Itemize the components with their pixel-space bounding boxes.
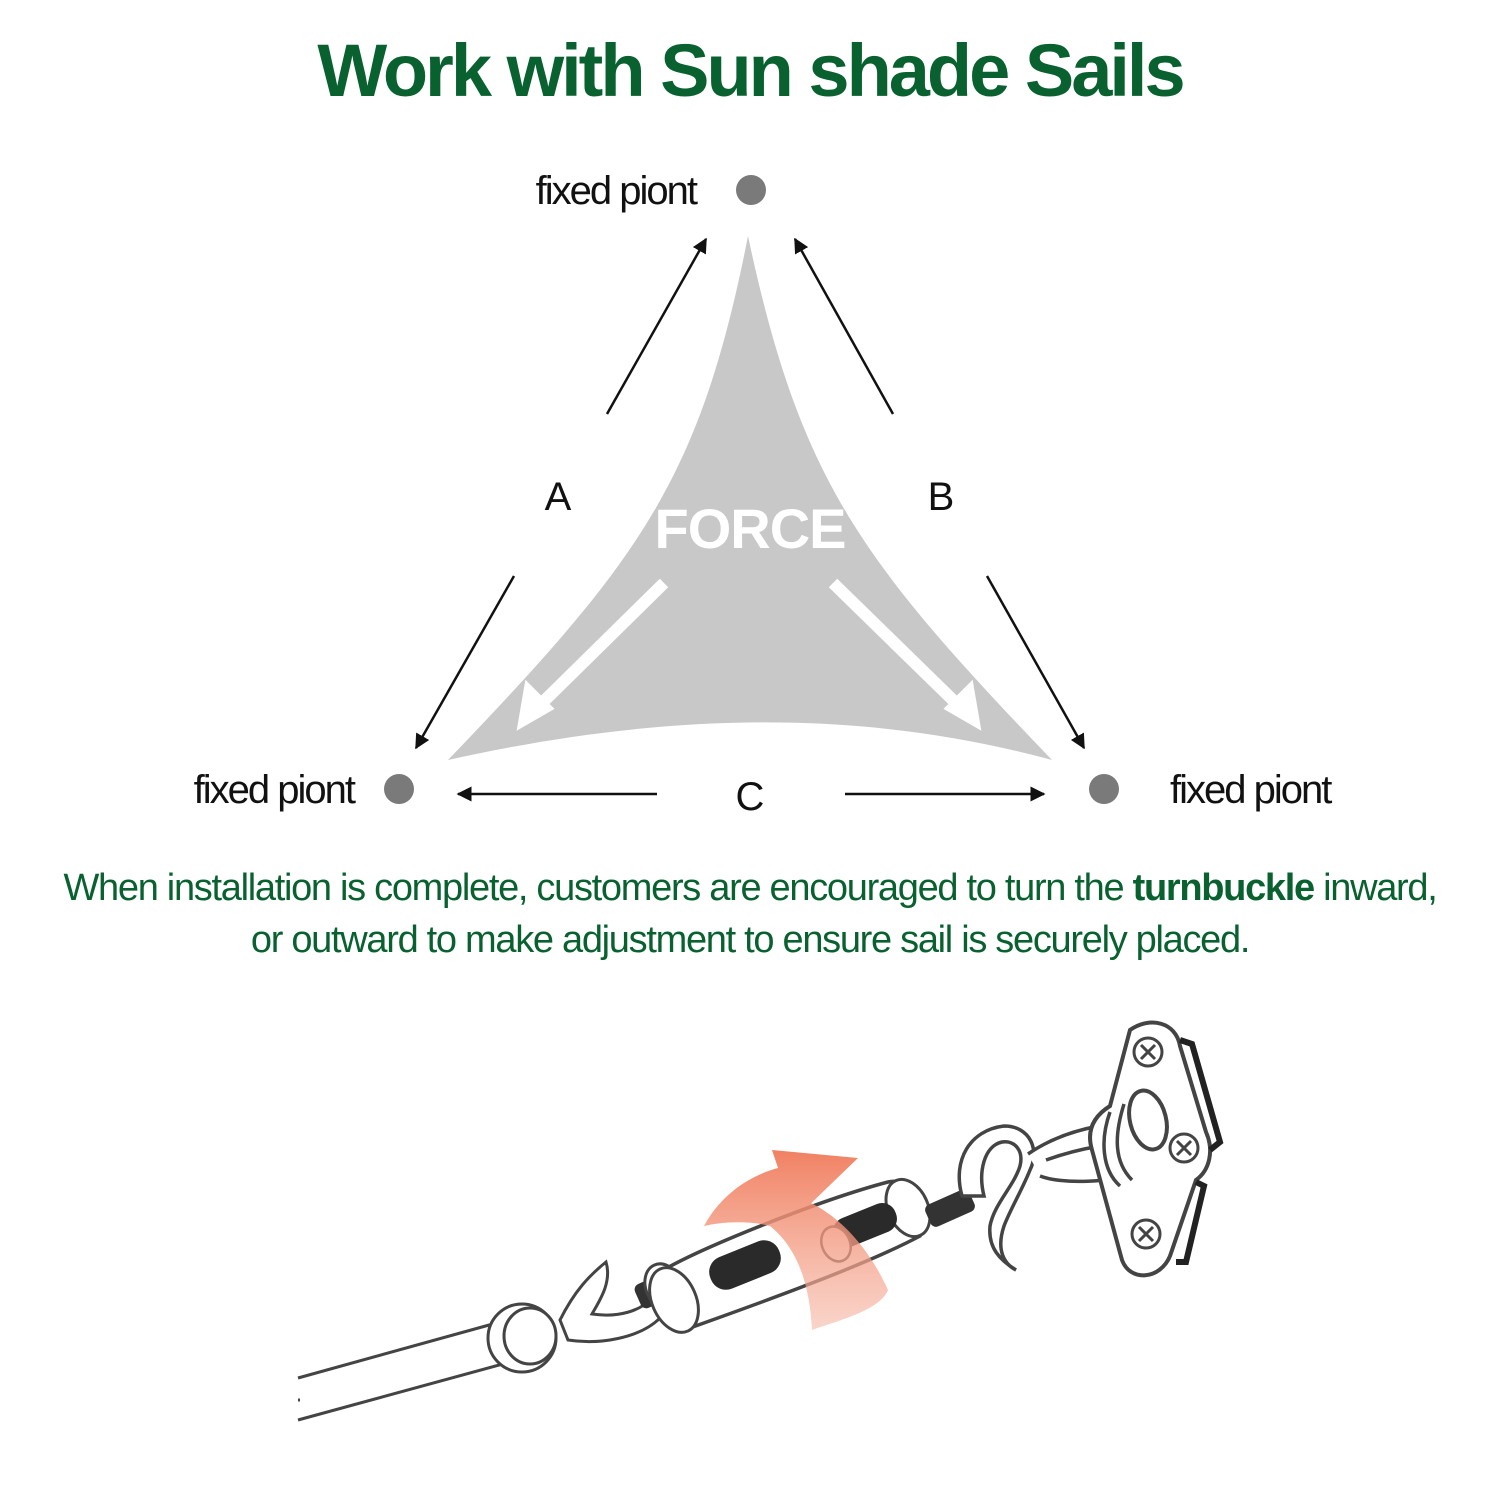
page-title: Work with Sun shade Sails: [317, 29, 1185, 112]
installation-caption: When installation is complete, customers…: [60, 862, 1440, 966]
fixed-point-top: [736, 175, 766, 205]
wire-rope: [297, 1320, 511, 1422]
fixed-point-right: [1089, 774, 1119, 804]
fixed-point-right-label: fixed piont: [1170, 768, 1332, 812]
arrow-a-up: [605, 237, 708, 415]
side-label-a: A: [545, 475, 572, 519]
rotate-arrow-icon: [704, 1150, 888, 1330]
eye-plate-icon: [1088, 1020, 1224, 1278]
caption-line1-after: inward,: [1313, 867, 1438, 909]
force-arrow-left: [516, 578, 669, 731]
turnbuckle-body: [648, 1177, 932, 1334]
arrow-a-down: [414, 575, 516, 750]
arrow-b-up: [793, 237, 895, 415]
fixed-point-top-label: fixed piont: [536, 169, 698, 213]
caption-line2: or outward to make adjustment to ensure …: [250, 919, 1251, 961]
thimble-ring-icon: [486, 1302, 558, 1374]
caption-highlight-turnbuckle: turnbuckle: [1132, 867, 1316, 909]
left-hook-icon: [558, 1259, 662, 1344]
sail-shape: [448, 236, 1052, 760]
arrow-b-down: [985, 575, 1086, 750]
fixed-point-left: [384, 774, 414, 804]
side-label-b: B: [928, 475, 955, 519]
force-diagram: FORCE A B C fixed piont fixed piont fixe…: [194, 169, 1335, 819]
side-label-c: C: [736, 775, 765, 819]
force-arrow-right: [828, 578, 982, 731]
caption-line1-before: When installation is complete, customers…: [63, 867, 1133, 909]
fixed-point-left-label: fixed piont: [194, 768, 356, 812]
right-threaded-rod: [925, 1189, 975, 1227]
force-label: FORCE: [655, 497, 846, 560]
